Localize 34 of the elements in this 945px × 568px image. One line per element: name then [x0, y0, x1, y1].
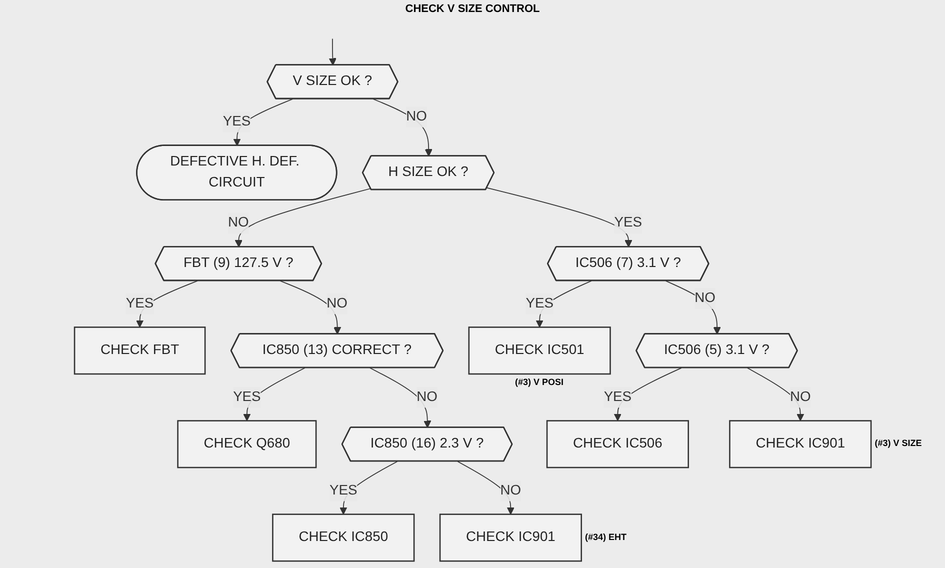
- edge-label: YES: [222, 114, 250, 129]
- edge-label: YES: [232, 390, 260, 404]
- arrow: [328, 38, 336, 66]
- side-note: (#3) V SIZE: [874, 438, 922, 448]
- arrow: [234, 188, 371, 248]
- edge-label: NO: [416, 390, 438, 404]
- edge-label: NO: [500, 483, 521, 498]
- node-box: CHECK FBT: [74, 326, 206, 375]
- node-box: CHECK IC901: [728, 420, 872, 468]
- arrow: [746, 367, 804, 422]
- edge-label: YES: [604, 390, 632, 404]
- node-box: CHECK IC501: [468, 326, 611, 375]
- edge-label: NO: [326, 296, 348, 311]
- side-note: (#34) EHT: [585, 532, 627, 542]
- node-box: CHECK IC850: [272, 514, 414, 562]
- edge-label: YES: [614, 215, 642, 230]
- edge-label: YES: [329, 483, 357, 498]
- node-box: CHECK IC901: [439, 514, 582, 562]
- edge-label: NO: [228, 215, 248, 230]
- node-box: CHECK Q680: [176, 420, 316, 468]
- edge-label: NO: [406, 109, 427, 124]
- arrow: [279, 280, 341, 334]
- edge-label: NO: [694, 290, 716, 306]
- node-box: CHECK IC506: [546, 420, 689, 468]
- edge-label: YES: [525, 296, 554, 311]
- arrow: [486, 187, 632, 248]
- edge-label: NO: [790, 390, 810, 404]
- note-text: CHECK V SIZE CONTROL: [405, 3, 540, 15]
- side-note: (#3) V POSI: [515, 376, 564, 387]
- arrow: [665, 280, 721, 334]
- arrow: [369, 367, 431, 428]
- arrow: [456, 461, 514, 515]
- arrow: [372, 98, 432, 156]
- edge-label: YES: [126, 296, 154, 311]
